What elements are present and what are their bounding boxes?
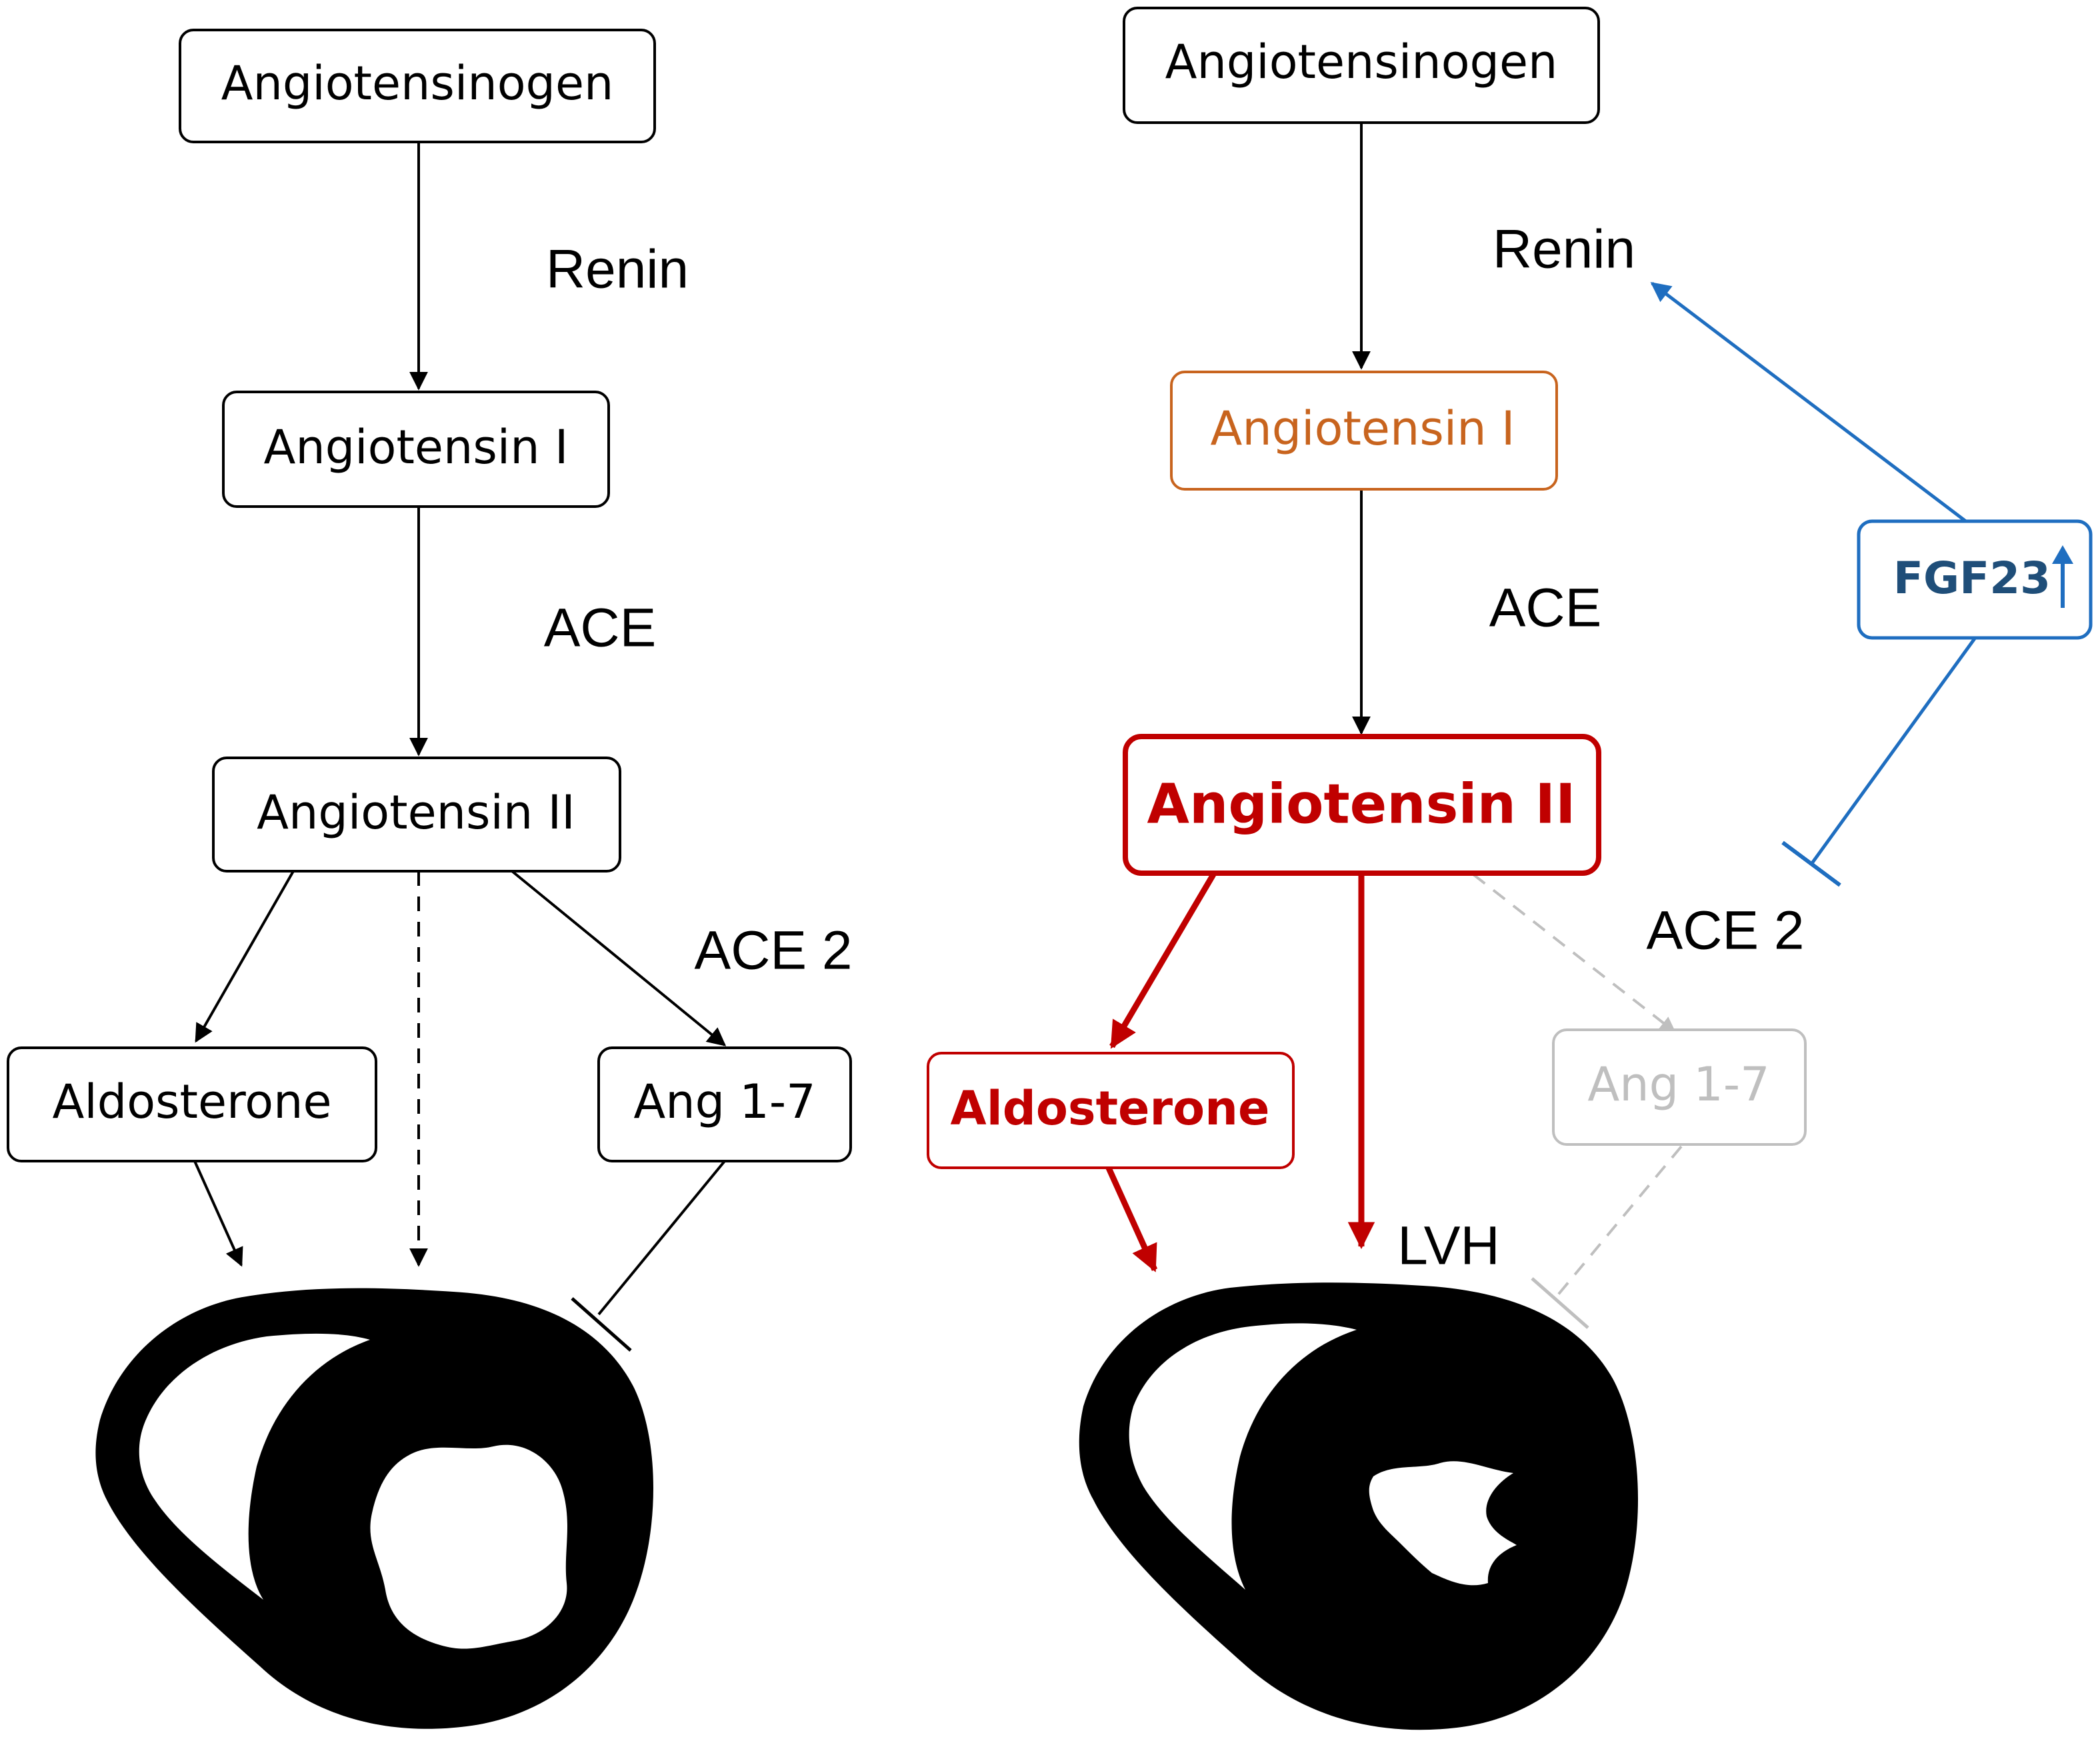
node-label: FGF23	[1893, 553, 2051, 604]
up-arrow-icon	[2052, 545, 2073, 608]
node-label: Angiotensin II	[1147, 773, 1575, 836]
node-aldosterone-left: Aldosterone	[7, 1046, 377, 1162]
heart-cross-section-icon	[95, 1288, 653, 1729]
node-ang-1-7-left: Ang 1-7	[597, 1046, 852, 1162]
node-angiotensin-i-left: Angiotensin I	[222, 391, 610, 508]
node-label: Angiotensin I	[1210, 401, 1515, 456]
node-angiotensin-ii-left: Angiotensin II	[212, 757, 621, 873]
left-inhibit-bar	[571, 1297, 632, 1352]
left-arrow-aldosterone-to-heart	[193, 1160, 243, 1267]
annotation-lvh: LVH	[1397, 1216, 1499, 1276]
left-arrow-angiotensin-ii-to-ang-1-7	[511, 870, 727, 1046]
node-angiotensinogen-right: Angiotensinogen	[1123, 7, 1600, 124]
node-label: Aldosterone	[951, 1081, 1270, 1136]
node-label: Angiotensinogen	[1165, 35, 1558, 89]
node-angiotensin-ii-right: Angiotensin II	[1123, 734, 1601, 876]
node-fgf23: FGF23	[1857, 519, 2093, 640]
left-connectors	[193, 143, 727, 1352]
node-aldosterone-right: Aldosterone	[927, 1052, 1295, 1169]
node-label: Angiotensinogen	[221, 56, 614, 111]
enzyme-ace-right: ACE	[1489, 578, 1602, 639]
node-ang-1-7-right: Ang 1-7	[1552, 1028, 1807, 1146]
left-arrow-angiotensin-ii-to-aldosterone	[195, 871, 295, 1043]
fgf23-inhibit-ace2	[1810, 637, 1977, 865]
heart-cross-section-hypertrophy-icon	[1079, 1282, 1639, 1730]
fgf23-arrow-to-renin	[1650, 282, 1968, 523]
enzyme-renin-left: Renin	[546, 239, 689, 300]
enzyme-ace2-left: ACE 2	[695, 920, 853, 981]
right-arrow-angiotensin-ii-to-ang-1-7-suppressed	[1472, 873, 1676, 1033]
right-connectors	[1105, 123, 1977, 1329]
enzyme-renin-right: Renin	[1493, 219, 1635, 280]
node-angiotensin-i-right: Angiotensin I	[1170, 371, 1558, 491]
right-inhibit-ang-1-7-to-heart-suppressed	[1555, 1145, 1683, 1298]
left-inhibit-ang-1-7-to-heart	[597, 1160, 726, 1316]
node-label: Aldosterone	[52, 1074, 331, 1129]
enzyme-ace-left: ACE	[544, 598, 657, 659]
node-label: Ang 1-7	[633, 1074, 815, 1129]
right-panel: Angiotensinogen Angiotensin I Angiotensi…	[927, 7, 2093, 1730]
node-label: Angiotensin I	[263, 420, 568, 475]
right-arrow-aldosterone-to-heart	[1105, 1165, 1158, 1272]
node-label: Angiotensin II	[257, 785, 575, 840]
left-panel: Angiotensinogen Angiotensin I Angiotensi…	[7, 29, 853, 1729]
node-angiotensinogen-left: Angiotensinogen	[179, 29, 656, 143]
enzyme-ace2-right: ACE 2	[1647, 900, 1805, 961]
right-inhibit-bar-suppressed	[1531, 1277, 1589, 1329]
node-label: Ang 1-7	[1587, 1057, 1769, 1112]
right-arrow-angiotensin-ii-to-aldosterone	[1109, 873, 1216, 1049]
fgf23-inhibit-bar	[1781, 841, 1841, 887]
